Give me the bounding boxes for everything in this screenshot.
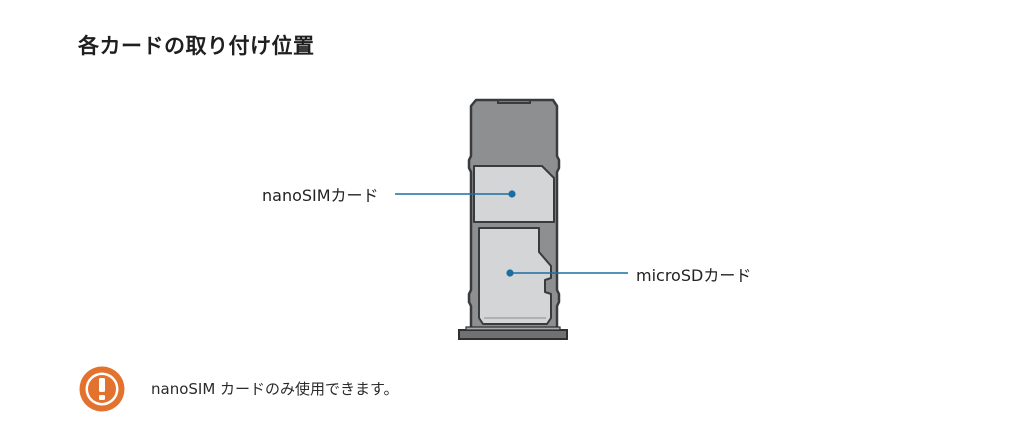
caution-text: nanoSIM カードのみ使用できます。 xyxy=(151,380,399,398)
caution-icon xyxy=(79,366,125,412)
nano-sim-label: nanoSIMカード xyxy=(262,186,379,205)
nano-sim-callout xyxy=(395,190,516,198)
micro-sd-card xyxy=(478,227,552,325)
micro-sd-label: microSDカード xyxy=(636,266,752,285)
micro-sd-callout xyxy=(506,269,628,277)
page-title: 各カードの取り付け位置 xyxy=(78,34,315,58)
